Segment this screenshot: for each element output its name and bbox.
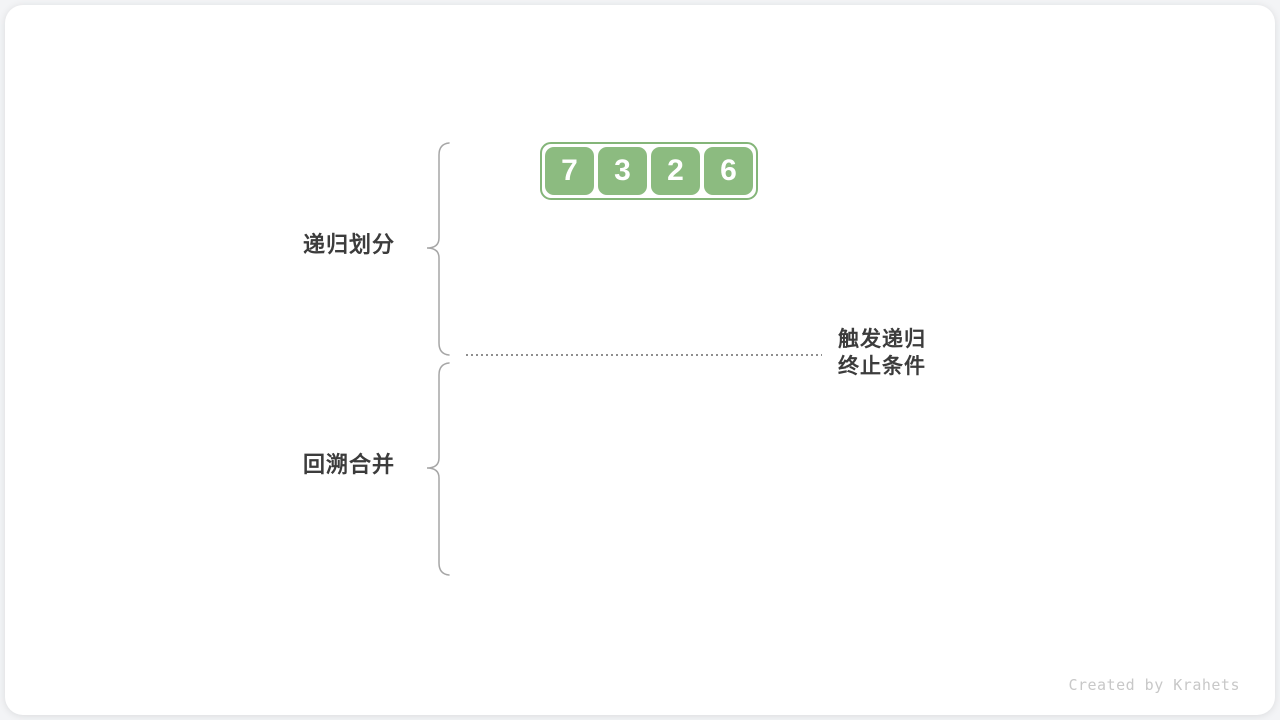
phase-label-backtrack-merge: 回溯合并 [303,452,396,477]
array-cell: 2 [651,147,700,195]
divider-annotation-line2: 终止条件 [838,355,926,378]
watermark-text: Created by Krahets [1068,676,1240,694]
array-cell: 7 [545,147,594,195]
array-container: 7 3 2 6 [540,142,758,200]
diagram-card [5,5,1275,715]
divider-annotation-line1: 触发递归 [838,328,926,351]
array-cell: 6 [704,147,753,195]
phase-label-recursive-divide: 递归划分 [303,232,396,257]
divider-annotation: 触发递归 终止条件 [838,326,926,380]
array-cell: 3 [598,147,647,195]
